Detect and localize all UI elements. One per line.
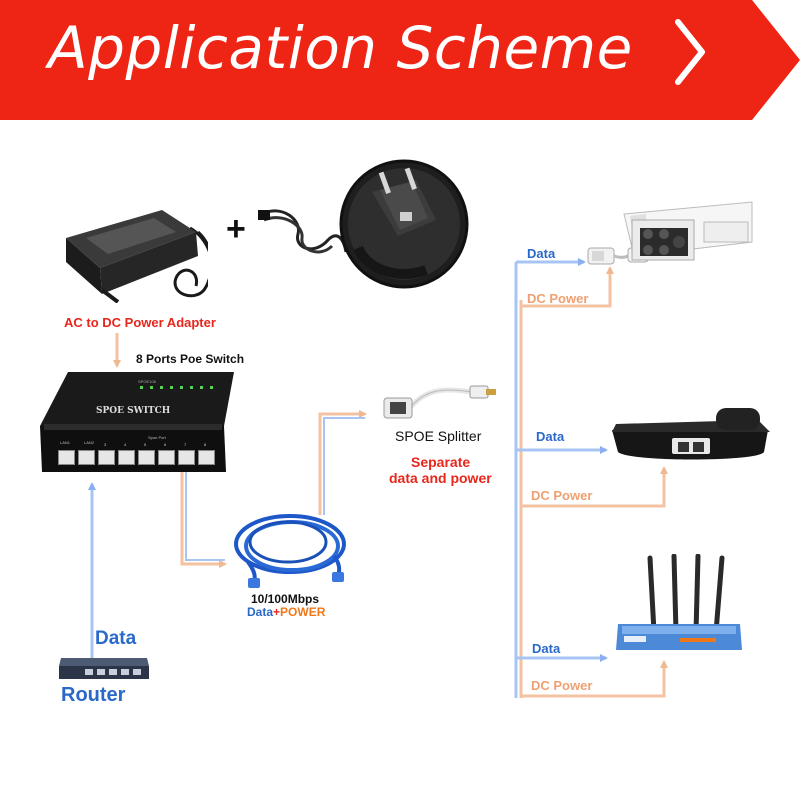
chevron-right-icon (675, 19, 705, 85)
wifi-ap-icon (614, 553, 744, 659)
switch-port-row (58, 450, 230, 466)
ap-power-label: DC Power (531, 678, 593, 693)
switch-port-number: 4 (124, 442, 127, 447)
poe-switch-icon: SPOE SWITCH SPOE108 LAN1 LAN2 Spoe Port … (34, 366, 236, 478)
switch-port-number: 3 (104, 442, 107, 447)
plus-sign: + (226, 210, 246, 248)
splitter-label: SPOE Splitter (395, 428, 482, 444)
cable-to-splitter-data-line (323, 417, 365, 515)
switch-led (190, 386, 193, 389)
switch-port (118, 450, 135, 465)
router-data-label: Data (95, 628, 137, 649)
switch-led (210, 386, 213, 389)
camera-power-arrow (521, 266, 614, 308)
switch-led (160, 386, 163, 389)
eu-plug-icon (338, 158, 470, 295)
switch-port (78, 450, 95, 465)
switch-label: 8 Ports Poe Switch (136, 352, 245, 366)
separate-label: Separate (411, 454, 471, 470)
switch-port-number: 7 (184, 442, 187, 447)
switch-port (138, 450, 155, 465)
switch-port-numbers: 3 4 5 6 7 8 (58, 442, 230, 448)
cable-data-text: Data (247, 605, 274, 619)
ap-power-arrow (521, 660, 668, 698)
switch-port (198, 450, 215, 465)
router-icon (55, 656, 150, 687)
ap-data-label: Data (532, 641, 561, 656)
switch-port (58, 450, 75, 465)
ip-camera-icon (584, 196, 774, 279)
banner-shape (0, 0, 800, 120)
switch-to-cable-power-line (180, 470, 227, 568)
camera-power-label: DC Power (527, 291, 589, 306)
page-title: Application Scheme (48, 14, 633, 82)
cable-to-splitter-power-line (318, 410, 367, 515)
switch-port-number: 6 (164, 442, 167, 447)
cable-speed-label: 10/100Mbps (251, 592, 320, 606)
cable-plus-text: + (273, 605, 281, 619)
switch-lan1-text: LAN1 (60, 440, 71, 445)
switch-port (178, 450, 195, 465)
switch-led (180, 386, 183, 389)
poe-splitter-icon (376, 378, 502, 431)
switch-to-cable-data-line (185, 470, 225, 561)
switch-led (140, 386, 143, 389)
switch-face-text: SPOE SWITCH (96, 406, 171, 416)
phone-power-label: DC Power (531, 488, 593, 503)
switch-led (200, 386, 203, 389)
camera-data-label: Data (527, 246, 556, 261)
cable-data-power-label: Data+POWER (247, 605, 325, 619)
ip-phone-icon (608, 404, 774, 471)
power-adapter-icon (58, 198, 214, 308)
switch-model-text: SPOE108 (138, 379, 156, 384)
switch-port-number: 5 (144, 442, 147, 447)
switch-led (170, 386, 173, 389)
switch-port-number: 8 (204, 442, 207, 447)
cable-power-text: POWER (280, 605, 326, 619)
phone-power-arrow (521, 466, 668, 508)
phone-data-label: Data (536, 429, 565, 444)
ethernet-cable-icon (228, 504, 358, 595)
power-cord-icon (258, 200, 348, 267)
switch-led-row (140, 386, 226, 390)
switch-led (150, 386, 153, 389)
switch-port (98, 450, 115, 465)
header-banner: Application Scheme (0, 0, 800, 120)
switch-poe-text: Spoe Port (148, 435, 166, 440)
data-and-power-label: data and power (389, 470, 492, 486)
switch-lan2-text: LAN2 (84, 440, 95, 445)
router-label: Router (61, 684, 126, 706)
switch-port (158, 450, 175, 465)
adapter-label: AC to DC Power Adapter (64, 315, 216, 330)
